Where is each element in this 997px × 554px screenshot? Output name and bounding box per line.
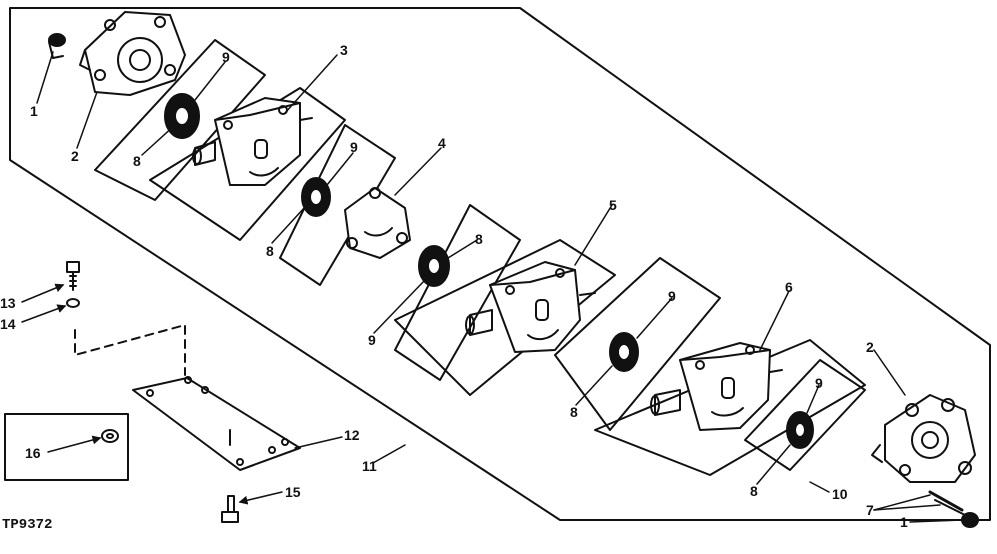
valve-section-3 — [192, 97, 313, 186]
seal-1 — [164, 93, 200, 139]
right-end-cover — [871, 394, 976, 483]
callout-seal-c-outer: 8 — [475, 231, 483, 247]
seal-box-d — [554, 257, 721, 431]
mount-plate — [132, 376, 301, 471]
callout-seal-b-inner: 8 — [266, 243, 274, 259]
seal-4 — [609, 332, 639, 372]
callout-seal-b-outer: 9 — [350, 139, 358, 155]
callout-plate: 4 — [438, 135, 446, 151]
assembly-outline — [9, 7, 991, 521]
callout-end-left-plug: 1 — [30, 103, 38, 119]
section-box-b — [394, 239, 616, 396]
callout-assembly: 11 — [362, 458, 377, 474]
seal-3 — [418, 245, 450, 287]
washer — [66, 298, 80, 308]
callout-seal-d-inner: 8 — [570, 404, 578, 420]
callout-seal-a-inner: 8 — [133, 153, 141, 169]
callout-section-a: 3 — [340, 42, 348, 58]
right-plug — [961, 512, 979, 528]
callout-end-left-cover: 2 — [71, 148, 79, 164]
callout-seal-e-outer: 9 — [815, 375, 823, 391]
callout-seal-c-inner: 9 — [368, 332, 376, 348]
left-end-cover — [79, 11, 186, 96]
callout-mount-plate: 12 — [344, 427, 360, 443]
figure-code: TP9372 — [2, 517, 52, 533]
nut — [101, 429, 119, 443]
valve-section-5 — [465, 261, 596, 353]
seal-box-b — [279, 124, 396, 286]
callout-end-right-plug: 1 — [900, 514, 908, 530]
callout-nut: 16 — [25, 445, 41, 461]
callout-bolt: 13 — [0, 295, 16, 311]
left-plug — [48, 33, 66, 59]
valve-section-6 — [650, 342, 783, 431]
seal-box-a — [94, 39, 266, 201]
callout-seal-e-inner: 8 — [750, 483, 758, 499]
callout-section-c: 6 — [785, 279, 793, 295]
dashed-routing — [74, 324, 186, 376]
callout-end-right-cover: 2 — [866, 339, 874, 355]
separator-plate-4 — [344, 187, 411, 259]
callout-washer: 14 — [0, 316, 16, 332]
callout-bottom-bolt: 15 — [285, 484, 301, 500]
bottom-bolt — [221, 495, 239, 523]
callout-section-b: 5 — [609, 197, 617, 213]
seal-box-f — [744, 359, 866, 471]
callout-seal-d-outer: 9 — [668, 288, 676, 304]
nut-box — [4, 413, 129, 481]
callout-end-right-fitting: 7 — [866, 502, 874, 518]
seal-2 — [301, 177, 331, 217]
right-fitting — [928, 490, 966, 516]
bolt — [66, 261, 80, 291]
callout-seal-a-outer: 9 — [222, 49, 230, 65]
seal-5 — [786, 411, 814, 449]
callout-kit-seal: 10 — [832, 486, 848, 502]
